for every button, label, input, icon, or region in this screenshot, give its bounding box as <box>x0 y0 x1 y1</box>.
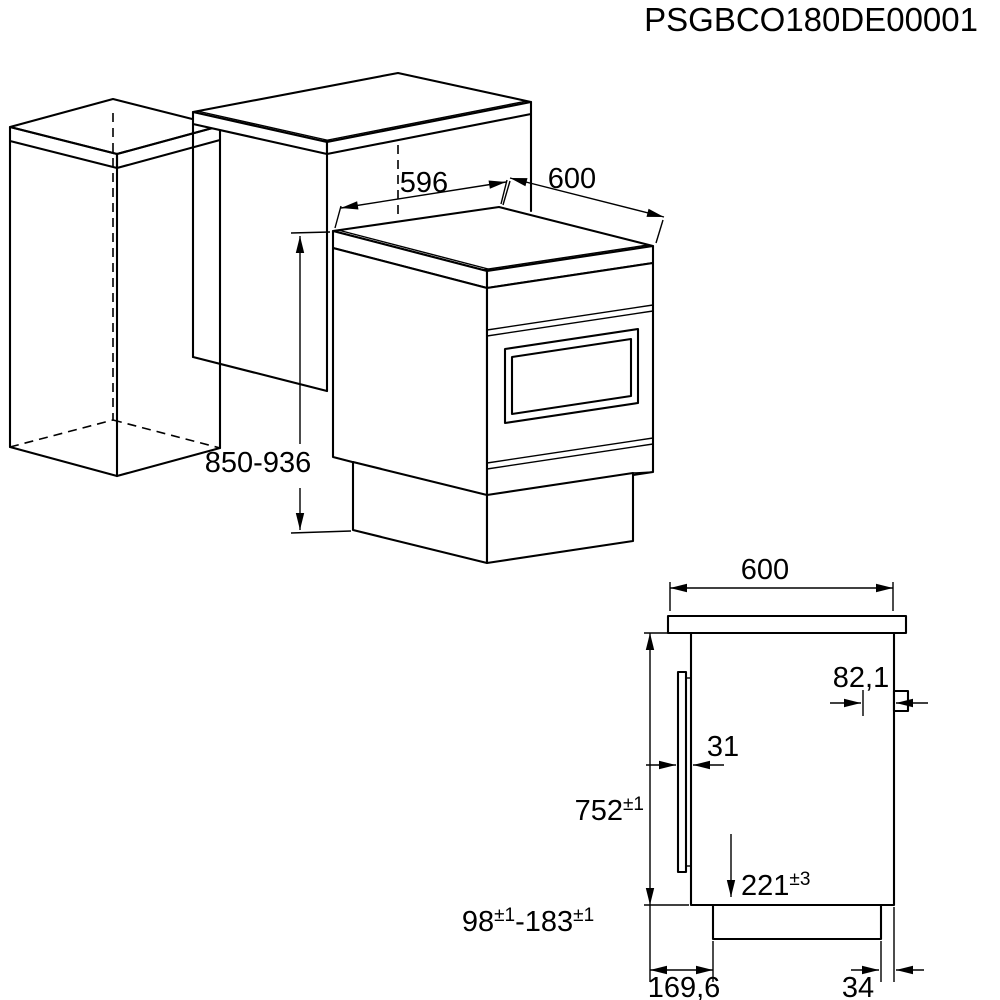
cooker <box>331 205 655 565</box>
plinth-connector <box>332 456 354 463</box>
dimension-connection-82-1: 82,1 <box>830 662 928 716</box>
dimension-width-600: 600 <box>502 163 665 244</box>
dimension-line <box>509 177 665 218</box>
cooker-plinth <box>332 456 654 565</box>
cooker-worktop-edge-detail <box>481 244 649 271</box>
cooker-side-panel <box>331 246 489 499</box>
oven-door-window-inner <box>510 337 633 416</box>
dimension-label-600: 600 <box>741 554 789 586</box>
dimension-depth-600: 600 <box>669 554 894 611</box>
cabinet-hidden-bottom-right <box>112 419 221 449</box>
cabinet-hidden-bottom-left <box>9 419 114 448</box>
cabinet-worktop-front-left-face <box>8 125 119 170</box>
extension-line <box>334 205 342 229</box>
cabinet-bottom-front-left <box>8 445 119 478</box>
oven-door-bottom-line <box>486 443 654 470</box>
control-panel-line <box>486 304 654 331</box>
connection-box <box>892 689 910 713</box>
dimension-depth-596: 596 <box>334 167 508 229</box>
cabinet-bottom-edge <box>191 355 329 393</box>
dimension-label-34: 34 <box>842 972 874 1000</box>
worktop-edge-detail <box>196 110 332 142</box>
right-cabinet <box>191 71 533 393</box>
cooker-worktop-edge-detail <box>337 229 493 271</box>
cooker-body-profile <box>689 631 896 907</box>
dimension-label-31: 31 <box>707 731 739 763</box>
dimension-label-height: 850-936 <box>205 447 311 479</box>
dimension-label-221: 221±3 <box>741 869 810 902</box>
product-code: PSGBCO180DE00001 <box>644 1 978 38</box>
worktop-edge-detail <box>322 100 528 142</box>
extension-line <box>290 231 331 234</box>
dimension-height-752: 752±1 <box>575 632 689 906</box>
dimension-line <box>340 180 507 210</box>
handle-bar <box>676 670 688 874</box>
dimension-height-850-936: 850-936 <box>205 231 352 534</box>
oven-door-window-outer <box>503 327 640 425</box>
extension-line <box>502 180 511 206</box>
dimension-plinth-back-34: 34 <box>842 907 924 1000</box>
isometric-view: 596 600 850-936 <box>8 71 665 565</box>
dimension-label-596: 596 <box>400 167 448 199</box>
cabinet-worktop-front-right-face <box>115 124 222 170</box>
left-cabinet <box>8 97 222 478</box>
side-view: 600 752±1 82,1 31 221±3 98±1-183±1 <box>462 554 928 1000</box>
dimension-label-82-1: 82,1 <box>833 662 889 694</box>
dimension-connection-height-221: 221±3 <box>726 834 810 902</box>
extension-line <box>655 219 664 244</box>
dimension-plinth-front-169-6: 169,6 <box>648 905 721 1000</box>
cabinet-bottom-front-right <box>115 446 222 478</box>
dimension-label-752: 752±1 <box>575 794 644 827</box>
worktop-profile <box>666 614 908 635</box>
dimension-label-600: 600 <box>548 163 596 195</box>
dimension-handle-31: 31 <box>646 731 739 770</box>
plinth-front-right-face <box>485 471 635 565</box>
cabinet-top-face <box>8 97 222 156</box>
control-panel-line <box>486 310 654 337</box>
dimension-label-169-6: 169,6 <box>648 972 721 1000</box>
extension-line <box>290 530 352 534</box>
oven-door-bottom-line <box>486 437 654 464</box>
dimension-label-plinth-range: 98±1-183±1 <box>462 905 594 938</box>
door-handle <box>676 670 691 874</box>
plinth-profile <box>711 903 883 941</box>
plinth-connector <box>632 471 654 474</box>
